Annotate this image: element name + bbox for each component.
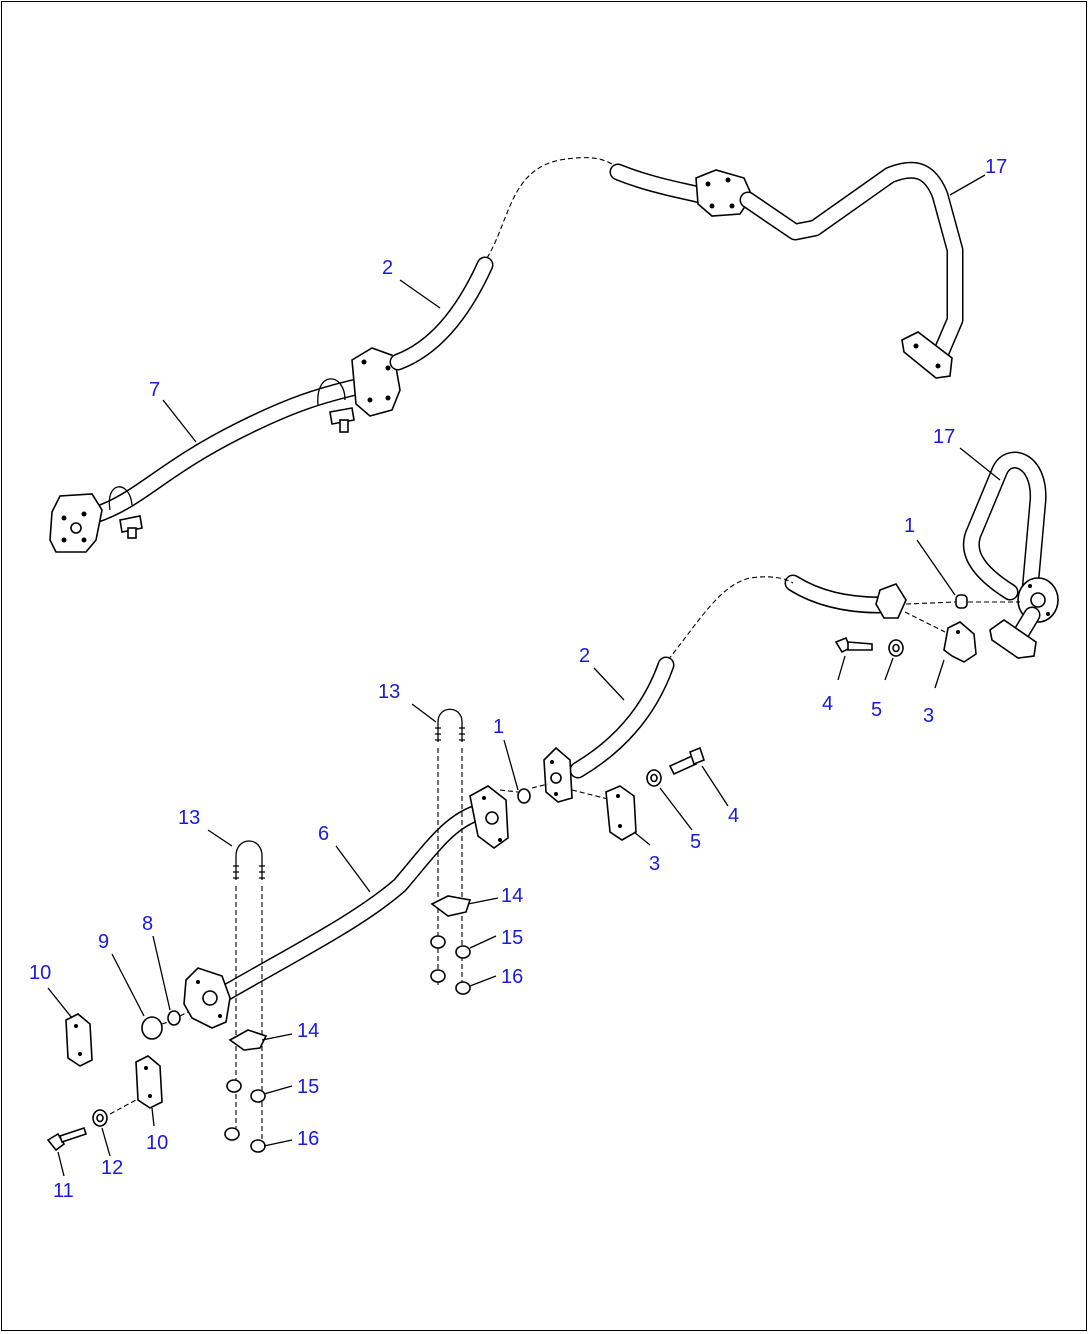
callout-14-right: 14	[501, 885, 523, 907]
upper-assembly	[49, 157, 964, 553]
nut-16-right	[430, 969, 471, 995]
callout-5-mid: 5	[690, 831, 701, 853]
leader-lines	[47, 174, 1001, 1177]
flange-pipe-17-upper	[901, 331, 953, 379]
nut-16-left	[224, 1127, 266, 1153]
callout-1-mid: 1	[493, 716, 504, 738]
plate-14-right	[430, 895, 472, 917]
callout-15-right: 15	[501, 927, 523, 949]
dash-plug	[161, 1011, 189, 1025]
oring-1-lower-right	[955, 594, 968, 609]
callout-4-lower-right: 4	[822, 693, 833, 715]
plug-9	[141, 1016, 163, 1040]
callout-17-lower: 17	[933, 426, 955, 448]
u-bolt-13-right	[435, 708, 465, 742]
callout-14-left: 14	[297, 1020, 319, 1042]
u-bolt-13-left	[233, 840, 265, 880]
callout-7: 7	[149, 379, 160, 401]
pipe-17-lower	[962, 451, 1047, 601]
dash-mid-2	[531, 783, 549, 789]
clamp-3-lower-right	[943, 621, 977, 663]
callout-12: 12	[101, 1157, 123, 1179]
oring-1-mid	[517, 788, 531, 804]
flange-block-mid-upper	[351, 347, 401, 417]
callout-16-right: 16	[501, 966, 523, 988]
callout-15-left: 15	[297, 1076, 319, 1098]
bolt-4-mid	[668, 746, 705, 776]
bolt-11	[46, 1126, 88, 1152]
clamp-10-top	[65, 1013, 93, 1067]
callout-8: 8	[142, 913, 153, 935]
washer-12	[92, 1109, 108, 1127]
pipe-7	[86, 376, 374, 524]
flange-pipe-6-left	[183, 967, 231, 1029]
flange-pipe-6-right	[469, 785, 509, 849]
callout-10-top: 10	[29, 962, 51, 984]
callout-13-right: 13	[378, 681, 400, 703]
dash-align-1	[905, 601, 956, 605]
washer-15-right	[430, 935, 471, 959]
callout-9: 9	[98, 931, 109, 953]
flange-block-left-upper	[49, 493, 103, 553]
plate-14-left	[228, 1029, 268, 1051]
callout-3-lower-right: 3	[923, 705, 934, 727]
washer-5-lower-right	[888, 639, 904, 657]
callout-11: 11	[53, 1180, 74, 1202]
bolt-4-lower-right	[834, 636, 873, 654]
washer-15-left	[226, 1079, 266, 1103]
fitting-lower-right	[875, 583, 907, 619]
pipe-elbow-lower-right	[989, 606, 1041, 659]
clamp-10-bottom	[135, 1055, 163, 1109]
washer-5-mid	[646, 769, 662, 787]
hose-2-lower	[569, 656, 675, 779]
flange-half-mid	[543, 746, 573, 803]
u-bolt-clamp-upper-2	[317, 378, 355, 433]
callout-13-left: 13	[178, 807, 200, 829]
hose-lower-right	[784, 574, 889, 614]
callout-10-bottom: 10	[146, 1132, 168, 1154]
callout-5-lower-right: 5	[871, 699, 882, 721]
lower-right-assembly	[784, 451, 1059, 663]
dash-align-3	[904, 611, 946, 633]
callout-2-lower: 2	[579, 645, 590, 667]
lower-main-assembly	[46, 576, 794, 1153]
hose-2-dash-lower	[667, 576, 794, 661]
hose-2-upper	[389, 157, 619, 371]
callout-17-upper: 17	[985, 156, 1007, 178]
callout-labels: 2 7 17 17 1 4 5 3 2 13 1 3 5 4 13 6 14 1…	[29, 156, 1007, 1202]
dash-clamp-bottom	[109, 1099, 137, 1115]
oring-8	[167, 1010, 181, 1026]
hose-upper-right	[609, 163, 709, 204]
pipe-6	[213, 803, 489, 1004]
callout-2-upper: 2	[382, 257, 393, 279]
clamp-3-mid	[605, 785, 637, 841]
callout-6: 6	[318, 823, 329, 845]
callout-3-mid: 3	[649, 853, 660, 875]
dash-mid-3	[499, 789, 519, 793]
callout-16-left: 16	[297, 1128, 319, 1150]
dash-mid-1	[571, 789, 613, 801]
callout-4-mid: 4	[728, 805, 739, 827]
pipe-17-upper	[739, 161, 964, 364]
callout-1-lower-right: 1	[904, 515, 915, 537]
u-bolt-clamp-upper-1	[108, 486, 143, 539]
